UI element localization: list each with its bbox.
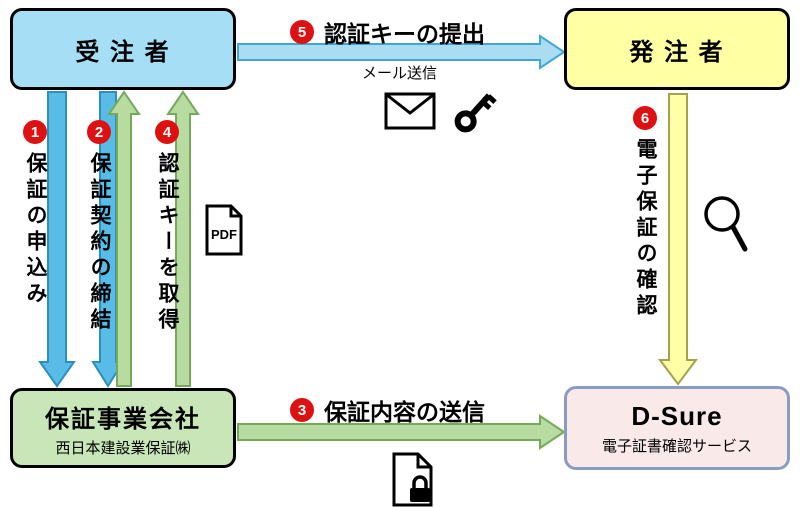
step3-text: 保証内容の送信 xyxy=(324,399,485,425)
dsure-subtitle: 電子証書確認サービス xyxy=(601,437,752,455)
arrow-step3-right xyxy=(237,414,566,450)
key-icon xyxy=(454,93,497,133)
arrow-step5-right xyxy=(237,34,566,70)
secure-document-icon xyxy=(392,452,433,507)
box-dsure: D-Sure 電子証書確認サービス xyxy=(564,386,790,470)
step3-label: 3 保証内容の送信 xyxy=(290,393,485,427)
arrow-step6-down xyxy=(658,93,698,386)
pdf-file-icon: PDF xyxy=(205,204,243,256)
step3-number-badge: 3 xyxy=(290,398,314,422)
envelope-icon xyxy=(384,92,436,130)
step2-text: 保証契約の締結 xyxy=(88,152,111,334)
step4-text: 認証キーを取得 xyxy=(156,152,179,334)
guarantor-subtitle: 西日本建設業保証㈱ xyxy=(55,439,191,457)
step6-label: 6 電子保証の確認 xyxy=(630,106,660,320)
arrow-step1-down xyxy=(38,91,76,388)
pdf-icon-label: PDF xyxy=(211,227,237,242)
contractor-title: 受 注 者 xyxy=(75,38,171,66)
arrow-step2-up xyxy=(107,90,141,387)
box-orderer: 発 注 者 xyxy=(564,8,790,90)
dsure-title: D-Sure xyxy=(631,400,723,431)
step6-text: 電子保証の確認 xyxy=(634,138,657,320)
step1-text: 保証の申込み xyxy=(24,152,47,308)
step5-sublabel: メール送信 xyxy=(362,65,438,82)
step2-number-badge: 2 xyxy=(87,120,111,144)
step1-number-badge: 1 xyxy=(23,120,47,144)
step5-label: 5 認証キーの提出 xyxy=(290,15,485,49)
magnifier-icon xyxy=(704,196,748,252)
step4-label: 4 認証キーを取得 xyxy=(152,120,182,334)
box-guarantor: 保証事業会社 西日本建設業保証㈱ xyxy=(10,388,236,468)
step6-number-badge: 6 xyxy=(633,106,657,130)
step2-label: 2 保証契約の締結 xyxy=(84,120,114,334)
box-contractor: 受 注 者 xyxy=(10,8,236,90)
step4-number-badge: 4 xyxy=(155,120,179,144)
guarantor-title: 保証事業会社 xyxy=(45,405,201,433)
orderer-title: 発 注 者 xyxy=(629,38,725,66)
step5-text: 認証キーの提出 xyxy=(324,21,485,47)
arrow-step4-up xyxy=(166,90,200,387)
step1-label: 1 保証の申込み xyxy=(20,120,50,308)
step5-number-badge: 5 xyxy=(290,20,314,44)
